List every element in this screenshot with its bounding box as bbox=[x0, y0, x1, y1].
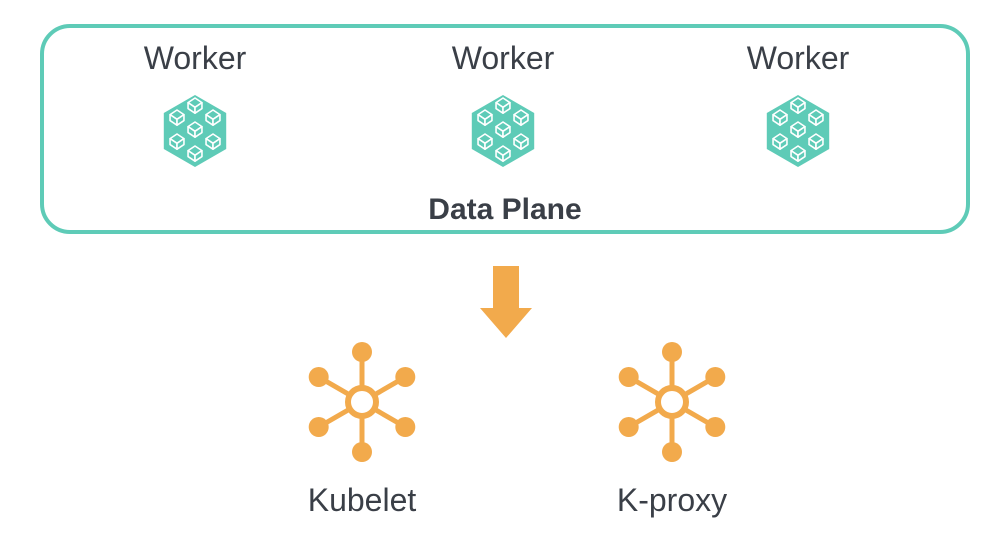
worker-label: Worker bbox=[143, 40, 247, 76]
worker-node: Worker bbox=[413, 38, 593, 170]
data-plane-label: Data Plane bbox=[428, 193, 582, 226]
worker-label: Worker bbox=[746, 40, 850, 76]
cube-cluster-icon bbox=[471, 95, 535, 167]
worker-node: Worker bbox=[105, 38, 285, 170]
worker-node: Worker bbox=[708, 38, 888, 170]
cube-cluster-icon bbox=[163, 95, 227, 167]
data-plane-box bbox=[40, 24, 970, 234]
kubelet-component: Kubelet bbox=[262, 340, 462, 520]
worker-label: Worker bbox=[451, 40, 555, 76]
cube-cluster-icon bbox=[766, 95, 830, 167]
hub-node-icon bbox=[618, 342, 726, 462]
down-arrow-icon bbox=[480, 266, 532, 338]
k-proxy-component: K-proxy bbox=[572, 340, 772, 520]
component-label: K-proxy bbox=[616, 482, 728, 518]
hub-node-icon bbox=[308, 342, 416, 462]
component-label: Kubelet bbox=[307, 482, 417, 518]
